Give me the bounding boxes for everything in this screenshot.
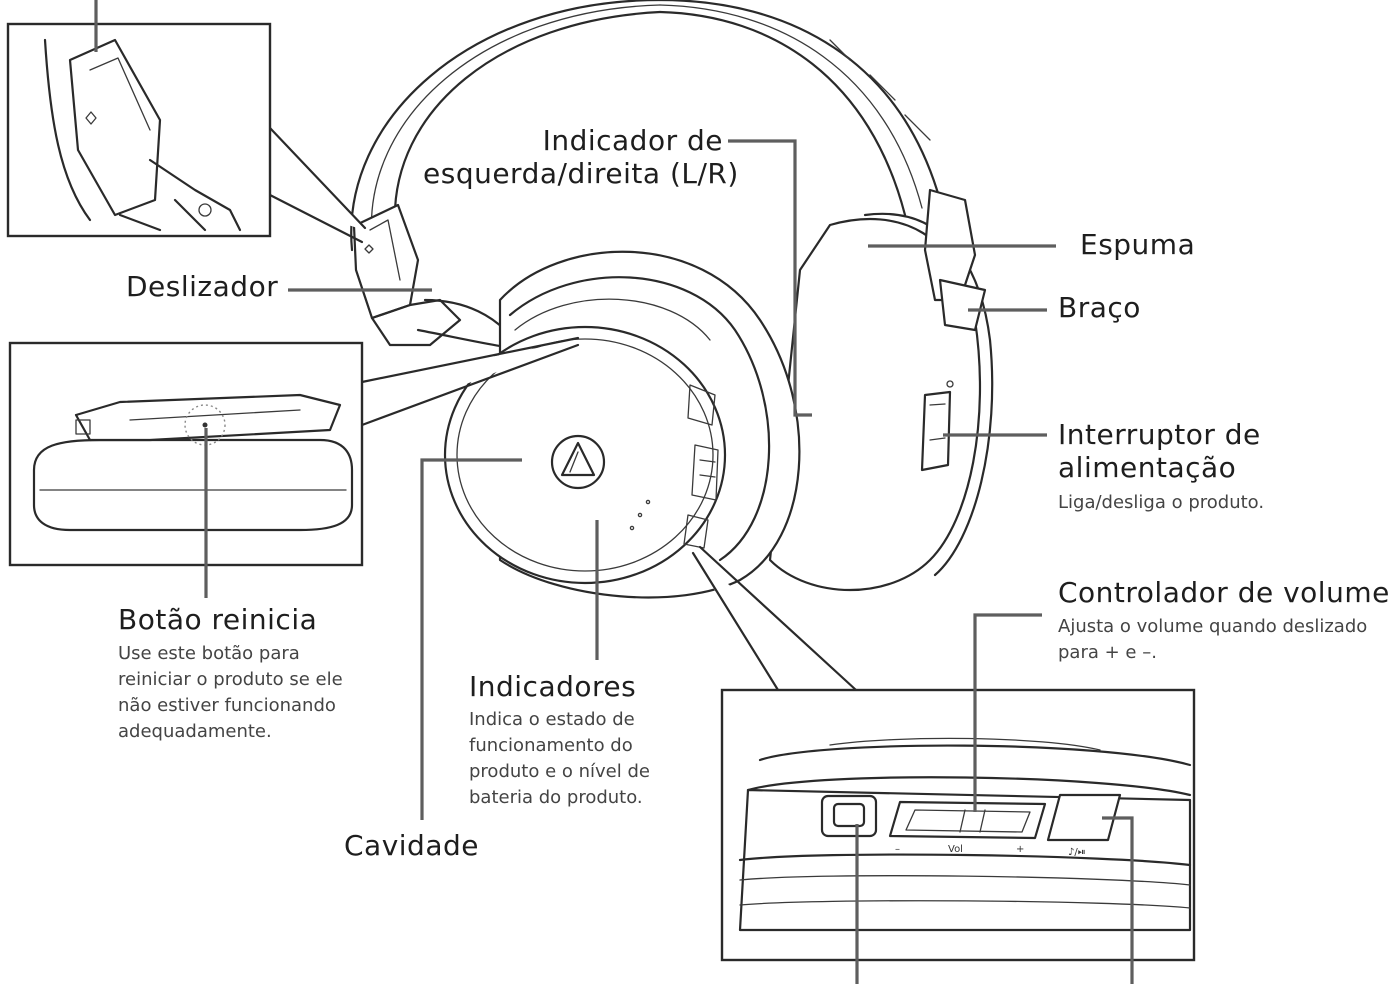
foam-label: Espuma xyxy=(1080,228,1196,261)
leader-volume xyxy=(973,613,1042,812)
power-switch-desc: Liga/desliga o produto. xyxy=(1058,492,1265,513)
minus-mark: – xyxy=(895,844,900,855)
plus-mark: + xyxy=(1016,844,1024,855)
leader-lines xyxy=(94,0,1134,984)
reset-desc: Use este botão para reiniciar o produto … xyxy=(118,643,343,742)
indicators-label: Indicadores xyxy=(469,670,637,703)
leader-bottom-right xyxy=(1102,816,1134,984)
left-earcup xyxy=(443,250,801,599)
indicators-desc: Indica o estado de funcionamento do prod… xyxy=(469,709,650,808)
cavity-label: Cavidade xyxy=(344,829,479,862)
leader-lr-indicator xyxy=(728,139,812,417)
detail-box-reset xyxy=(8,336,580,567)
arm-label: Braço xyxy=(1058,291,1141,324)
right-earcup xyxy=(768,188,994,592)
play-mark: ♪/⏯ xyxy=(1068,847,1086,858)
leader-cavity xyxy=(420,458,522,820)
headband xyxy=(350,0,942,252)
lr-indicator-label: Indicador de esquerda/direita (L/R) xyxy=(423,124,739,191)
detail-box-lr xyxy=(6,22,370,244)
slider-label: Deslizador xyxy=(126,270,279,303)
power-switch-label: Interruptor de alimentação xyxy=(1058,418,1261,485)
volume-desc: Ajusta o volume quando deslizado para + … xyxy=(1058,616,1368,663)
reset-label: Botão reinicia xyxy=(118,603,318,636)
detail-box-controls: – Vol + ♪/⏯ xyxy=(691,545,1196,962)
vol-mark: Vol xyxy=(948,844,963,855)
volume-label: Controlador de volume xyxy=(1058,576,1390,609)
